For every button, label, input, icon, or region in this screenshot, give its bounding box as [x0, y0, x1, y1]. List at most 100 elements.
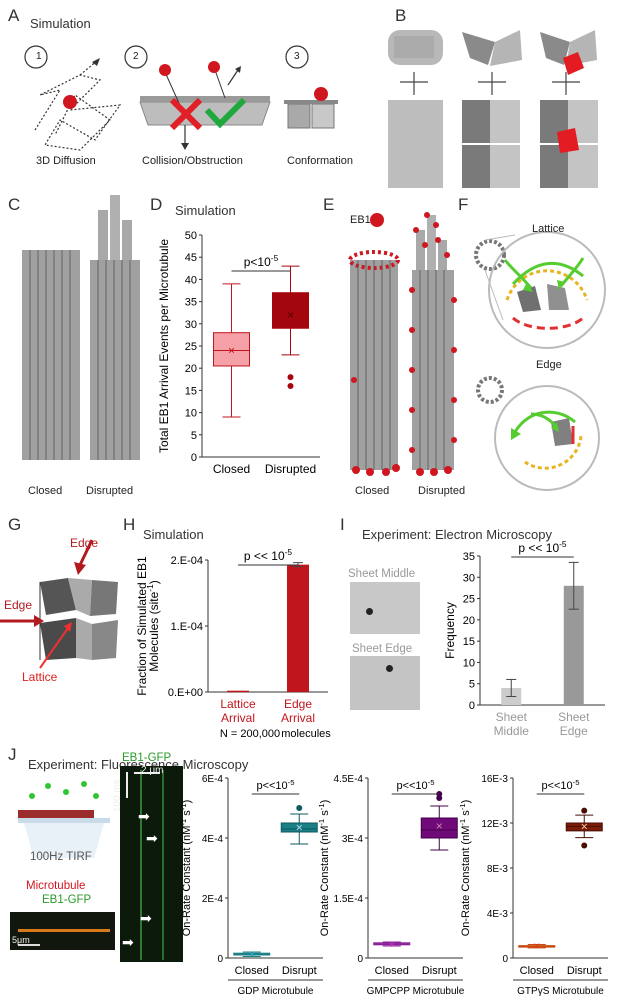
y-tick-label: 0	[191, 452, 197, 464]
tubulin-block-top	[462, 30, 522, 66]
outlier-point	[287, 382, 294, 389]
bar	[563, 585, 584, 705]
y-axis-label: On-Rate Constant (nM-1 s-1)	[318, 800, 331, 937]
x-axis-label: GMPCPP Microtubule	[367, 986, 465, 997]
eb1-sphere	[63, 95, 77, 109]
y-tick-label: 15	[463, 636, 475, 648]
mean-marker: ×	[248, 947, 255, 961]
footnote-unit: molecules	[281, 728, 331, 740]
disrupted-microtubule	[90, 195, 140, 460]
kymograph-image	[120, 766, 183, 962]
y-tick-label: 6E-4	[202, 774, 224, 785]
kymo-arrow-icon: ➡	[146, 830, 158, 846]
x-category-label: Closed	[375, 965, 409, 977]
scale-bar	[18, 944, 40, 946]
em-image-sheet-edge	[350, 656, 420, 710]
y-tick-label: 0.E+00	[168, 687, 203, 699]
panel-c-disrupted-label: Disrupted	[86, 485, 134, 497]
x-category-label: Lattice	[220, 697, 256, 711]
step-1-label: 3D Diffusion	[36, 155, 96, 167]
x-axis-label: GTPγS Microtubule	[517, 986, 604, 997]
panel-e-closed-label: Closed	[355, 485, 390, 497]
y-tick-label: 50	[185, 230, 197, 242]
panel-letter-a: A	[8, 6, 20, 25]
panel-f-lattice-label: Lattice	[532, 223, 565, 235]
x-category-label: Edge	[560, 724, 588, 738]
panel-letter-j: J	[8, 745, 17, 764]
eb1-icon	[370, 213, 384, 227]
y-axis-label: Frequency	[443, 602, 457, 659]
fluorescence-image	[10, 912, 115, 950]
x-category-label: Sheet	[558, 710, 590, 724]
panel-j-title: Experiment: Fluorescence Microscopy	[28, 757, 249, 772]
x-category-label: Sheet	[496, 710, 528, 724]
y-tick-label: 35	[185, 297, 197, 309]
panel-d-title: Simulation	[175, 203, 236, 218]
kymo-arrow-icon: ➡	[140, 910, 152, 926]
panel-letter-e: E	[323, 195, 335, 214]
panel-c-microtubules	[22, 195, 140, 460]
step-1-num: 1	[36, 51, 42, 62]
bar	[287, 564, 309, 692]
box	[420, 817, 458, 839]
panel-h-title: Simulation	[143, 527, 204, 542]
x-category-label: Edge	[284, 697, 312, 711]
panel-j3-chart: 04E-38E-312E-316E-3×Closed×Disruptp<<10-…	[458, 774, 608, 997]
panel-e-eb1-label: EB1	[350, 214, 371, 226]
x-axis-label: GDP Microtubule	[238, 986, 314, 997]
panel-letter-d: D	[150, 195, 163, 214]
x-category-label: Closed	[213, 462, 250, 476]
tubulin-surface-bottom	[388, 100, 443, 188]
x-category-label: Closed	[520, 965, 554, 977]
y-tick-label: 40	[185, 274, 197, 286]
panel-c-closed-label: Closed	[28, 485, 63, 497]
mean-marker: ×	[287, 308, 294, 322]
y-tick-label: 1.5E-4	[334, 894, 364, 905]
y-tick-label: 20	[463, 615, 475, 627]
box	[213, 332, 250, 367]
step-3-label: Conformation	[287, 155, 354, 167]
y-tick-label: 35	[463, 551, 475, 563]
y-tick-label: 0	[217, 954, 223, 965]
y-tick-label: 2.E-04	[171, 555, 203, 567]
step-3-badge	[285, 45, 309, 69]
cross-mark	[169, 97, 203, 131]
y-axis-label: On-Rate Constant (nM-1 s-1)	[458, 800, 473, 937]
y-tick-label: 5	[191, 430, 197, 442]
disrupted-microtubule-eb1	[409, 212, 457, 476]
panel-b-structures	[388, 30, 598, 188]
g-block-tl	[40, 578, 76, 615]
outlier-point	[296, 805, 303, 811]
edge-zoom	[476, 376, 600, 491]
p-value-label: p<<10-5	[256, 778, 294, 793]
panel-e-disrupted-label: Disrupted	[418, 485, 466, 497]
mean-marker: ×	[436, 819, 443, 833]
eb1-gfp-legend: EB1-GFP	[42, 894, 92, 906]
y-tick-label: 45	[185, 252, 197, 264]
panel-e-microtubules	[348, 212, 457, 476]
x-category-label: Arrival	[221, 711, 255, 725]
step-1-badge	[24, 45, 48, 69]
tubulin-eb1-top	[540, 30, 597, 75]
outlier-point	[581, 807, 588, 814]
kymo-arrow-icon: ➡	[122, 934, 134, 950]
y-tick-label: 15	[185, 385, 197, 397]
kymo-arrow-icon: ➡	[138, 808, 150, 824]
panel-letter-c: C	[8, 195, 21, 214]
y-tick-label: 5	[469, 679, 475, 691]
y-axis-label: Fraction of Simulated EB1	[135, 556, 149, 696]
x-category-label: Arrival	[281, 711, 315, 725]
panel-g-illustration	[0, 539, 118, 669]
outlier-point	[287, 374, 294, 381]
panel-a-title: Simulation	[30, 16, 91, 31]
p-value-label: p << 10-5	[244, 547, 293, 563]
footnote: N = 200,000	[220, 728, 280, 740]
y-axis-label: On-Rate Constant (nM-1 s-1)	[180, 800, 193, 937]
outlier-point	[581, 842, 588, 849]
panel-j1-chart: 02E-44E-46E-4×Closed×Disruptp<<10-5On-Ra…	[180, 774, 323, 997]
p-value-label: p << 10-5	[518, 540, 567, 555]
y-tick-label: 20	[185, 363, 197, 375]
bar	[227, 690, 249, 693]
y-tick-label: 8E-3	[487, 864, 509, 875]
